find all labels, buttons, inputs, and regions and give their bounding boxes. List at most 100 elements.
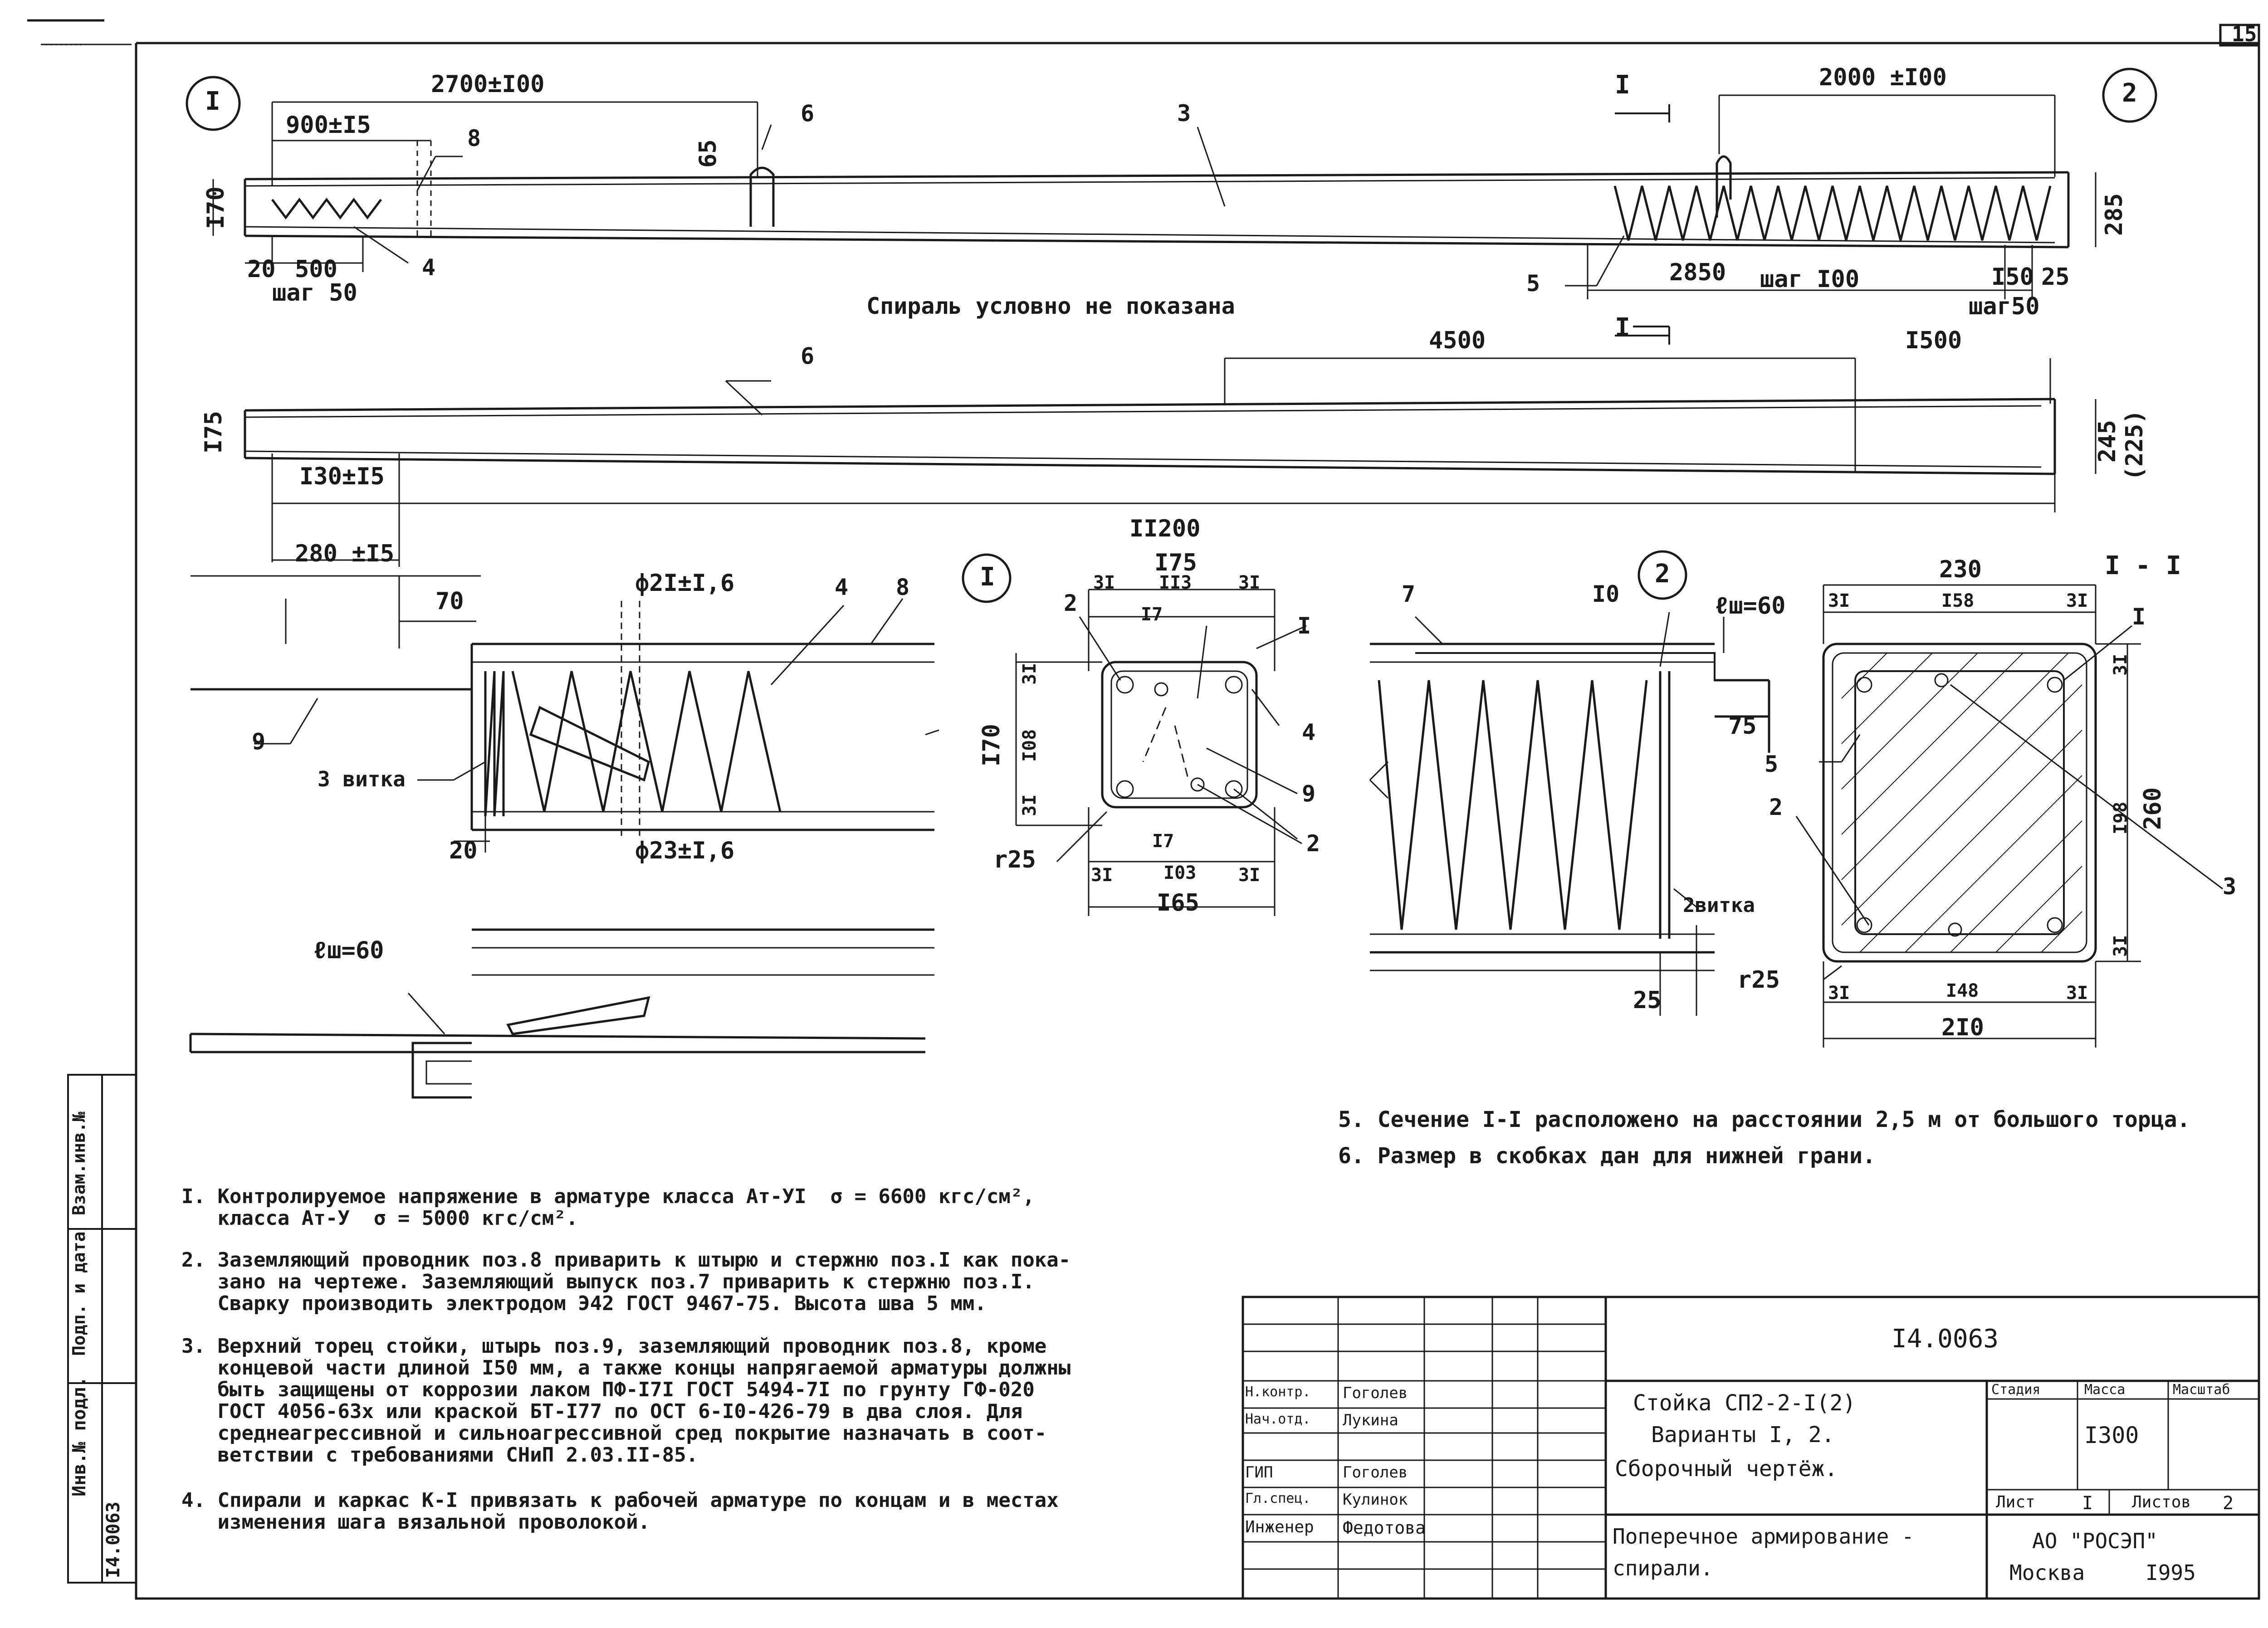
sheet-number-box: [2219, 24, 2260, 47]
section-mark-top: I: [1615, 70, 1630, 100]
dim-225: (225): [2121, 409, 2148, 481]
secI-dim-31b: 3I: [2066, 590, 2088, 611]
sec1-dim-31-left: 3I: [1019, 663, 1040, 685]
weld-length-1: ℓш=60: [313, 937, 384, 964]
dim-4500: 4500: [1429, 327, 1486, 354]
title-sheets-label: Листов: [2132, 1493, 2191, 1511]
section-I-title: I - I: [2105, 551, 2181, 580]
turns-3: 3 витка: [318, 767, 406, 791]
section-1-lines: [1015, 589, 1307, 916]
secI-dim-31a: 3I: [1828, 590, 1850, 611]
title-person-1: Гоголев: [1343, 1384, 1408, 1402]
secI-dim-31-right-b: 3I: [2110, 935, 2131, 957]
pos-4-detail: 4: [835, 574, 849, 600]
sec1-dim-31-bottom-a: 3I: [1091, 865, 1113, 886]
sec1-dim-17-bottom: I7: [1152, 831, 1174, 852]
title-role-2: Нач.отд.: [1245, 1411, 1311, 1427]
circle-2-detail-label: 2: [1655, 559, 1670, 589]
circle-2-label: 2: [2122, 78, 2137, 108]
sec1-dim-113: II3: [1159, 572, 1192, 593]
sec1-dim-170: I70: [978, 724, 1005, 766]
dim-130: I30±I5: [299, 463, 385, 490]
dim-150: I50: [1991, 263, 2034, 291]
pos-5-top: 5: [1526, 270, 1540, 297]
secI-r25: r25: [1737, 966, 1780, 994]
dim-1500: I500: [1905, 327, 1962, 354]
secI-dim-158: I58: [1941, 590, 1975, 611]
circle-I-label: I: [205, 87, 220, 116]
dim-900: 900±I5: [286, 112, 371, 139]
spiral-left: [271, 197, 382, 220]
sheet-number: 15: [2232, 22, 2257, 46]
detail-1-lines: [191, 575, 939, 853]
dim-285: 285: [2101, 193, 2128, 236]
sec1-dim-108: I08: [1019, 729, 1040, 762]
dim-25: 25: [2041, 263, 2070, 291]
circle-I-detail: [962, 553, 1012, 603]
sec1-pos-1: I: [1297, 613, 1311, 639]
title-person-2: Лукина: [1343, 1411, 1398, 1429]
detail-2-lines: [1369, 612, 1770, 1016]
title-scale-header: Масштаб: [2173, 1382, 2230, 1398]
title-sheets-value: 2: [2223, 1493, 2234, 1514]
title-role-4: Гл.спец.: [1245, 1491, 1311, 1506]
note-1: I. Контролируемое напряжение в арматуре …: [181, 1185, 1035, 1230]
sec1-dim-175: I75: [1154, 549, 1197, 576]
title-role-3: ГИП: [1245, 1463, 1273, 1482]
circle-2-top: [2102, 68, 2157, 123]
pos-4-top: 4: [422, 254, 436, 281]
secI-dim-31-right-a: 3I: [2110, 653, 2131, 676]
turns-2: 2витка: [1683, 894, 1755, 917]
top-left-stamp: ~~~~~~~~: [43, 40, 83, 49]
sec1-pos-2: 2: [1064, 590, 1078, 616]
step-100: шаг I00: [1760, 266, 1860, 293]
pos-3-top: 3: [1177, 100, 1191, 127]
dim-500: 500: [295, 256, 337, 283]
title-role-1: Н.контр.: [1245, 1384, 1311, 1400]
dim-20: 20: [247, 256, 276, 283]
secI-dim-31-bottom-b: 3I: [2066, 983, 2088, 1004]
secI-pos-2: 2: [1769, 794, 1783, 820]
pos-8-top: 8: [467, 125, 481, 151]
top-view-outline: [244, 171, 2070, 249]
circle-I-top: [186, 76, 241, 131]
secI-dim-148: I48: [1946, 980, 1979, 1001]
secI-pos-3: 3: [2223, 873, 2237, 900]
mid-view-outline: [244, 398, 2056, 475]
dim-phi21: ф2I±I,6: [635, 570, 735, 597]
circle-I-detail-label: I: [980, 562, 995, 592]
pos-9-detail: 9: [252, 728, 266, 755]
sec1-pos-9: 9: [1302, 780, 1316, 807]
stamp-code: I4.0063: [103, 1501, 124, 1578]
sec1-dim-17-top: I7: [1141, 604, 1163, 625]
dim-25-detail2: 25: [1633, 987, 1662, 1014]
weld-length-2: ℓш=60: [1715, 592, 1786, 619]
pos-6-top: 6: [801, 100, 815, 127]
secI-dim-31-bottom-a: 3I: [1828, 983, 1850, 1004]
title-mass-header: Масса: [2084, 1382, 2126, 1398]
pos-10-detail2: I0: [1592, 581, 1620, 607]
title-subtitle-2: спирали.: [1613, 1556, 1713, 1580]
dim-11200: II200: [1129, 515, 1201, 542]
step-50: шаг 50: [272, 279, 357, 307]
note-3: 3. Верхний торец стойки, штырь поз.9, за…: [181, 1335, 1071, 1467]
sec1-dim-31-left-b: 3I: [1019, 794, 1040, 816]
dim-65: 65: [694, 139, 722, 168]
title-role-5: Инженер: [1245, 1518, 1314, 1536]
stamp-vzam-inv: Взам.инв.№: [69, 1111, 89, 1215]
dim-20-detail: 20: [449, 837, 478, 864]
pos-6-mid: 6: [801, 343, 815, 369]
stamp-podp-data: Подп. и дата: [69, 1231, 89, 1356]
spiral-right: [1613, 185, 2052, 241]
note-2: 2. Заземляющий проводник поз.8 приварить…: [181, 1248, 1071, 1315]
dim-70: 70: [435, 588, 464, 615]
title-name-2: Варианты I, 2.: [1651, 1422, 1835, 1448]
sec1-dim-31-bottom-b: 3I: [1238, 865, 1261, 886]
note-6: 6. Размер в скобках дан для нижней грани…: [1338, 1143, 1876, 1169]
sec1-dim-103: I03: [1163, 863, 1197, 883]
title-block-lines: [1242, 1296, 2260, 1600]
sec1-dim-31a: 3I: [1093, 572, 1115, 593]
dim-245: 245: [2094, 420, 2121, 463]
title-sheet-value: I: [2082, 1493, 2093, 1514]
